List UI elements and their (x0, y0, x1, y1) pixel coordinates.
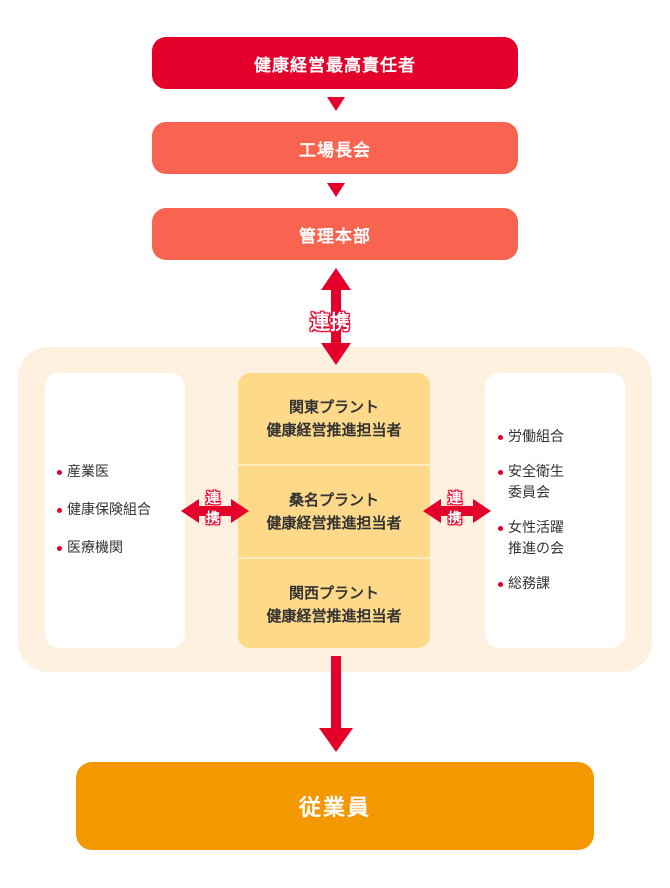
plant-name: 関西プラント (288, 583, 379, 602)
list-item: 医療機関 (57, 538, 151, 559)
employees-box: 従業員 (76, 762, 594, 850)
plant-role: 健康経営推進担当者 (266, 420, 402, 439)
admin-hq-box: 管理本部 (152, 208, 518, 260)
double-arrow-vertical-icon (321, 268, 351, 365)
plant-kanto: 関東プラント健康経営推進担当者 (238, 373, 430, 466)
arrow-down-icon (327, 97, 345, 111)
plant-role: 健康経営推進担当者 (266, 513, 402, 532)
plant-name: 桑名プラント (288, 490, 379, 509)
arrow-down-icon (327, 183, 345, 197)
list-item: 労働組合 (498, 427, 564, 448)
list-item: 産業医 (57, 462, 151, 483)
list-item: 女性活躍推進の会 (498, 518, 564, 560)
plant-managers-box: 工場長会 (152, 122, 518, 174)
link-label-left: 連携 (206, 491, 220, 527)
link-label-right: 連携 (448, 491, 462, 527)
plant-name: 関東プラント (288, 397, 379, 416)
list-item: 健康保険組合 (57, 500, 151, 521)
plant-role: 健康経営推進担当者 (266, 606, 402, 625)
list-item: 安全衛生委員会 (498, 462, 564, 504)
plant-kansai: 関西プラント健康経営推進担当者 (238, 559, 430, 648)
executive-box: 健康経営最高責任者 (152, 37, 518, 89)
double-arrow-left-icon (181, 499, 249, 523)
double-arrow-right-icon (423, 499, 491, 523)
external-partners-box: 産業医 健康保険組合 医療機関 (45, 373, 185, 648)
link-label-vertical: 連携 (310, 310, 350, 334)
plant-coordinators-column: 関東プラント健康経営推進担当者 桑名プラント健康経営推進担当者 関西プラント健康… (238, 373, 430, 648)
arrow-to-employees-icon (319, 656, 353, 752)
internal-organizations-box: 労働組合 安全衛生委員会 女性活躍推進の会 総務課 (485, 373, 625, 648)
plant-kuwana: 桑名プラント健康経営推進担当者 (238, 466, 430, 559)
list-item: 総務課 (498, 574, 564, 595)
